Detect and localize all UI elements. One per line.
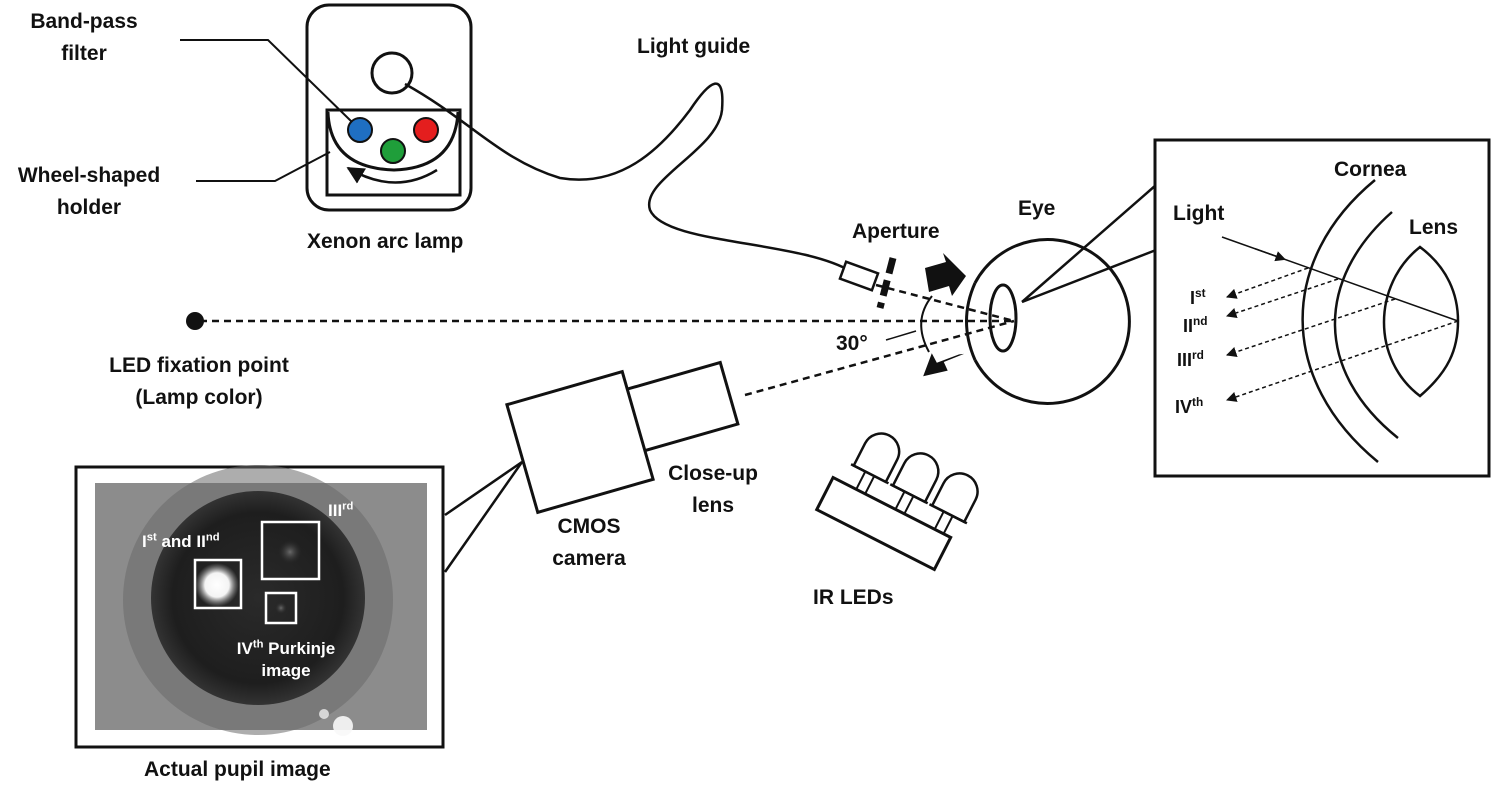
cmos-camera-label: CMOS camera <box>552 515 626 570</box>
light-guide-label: Light guide <box>637 35 751 58</box>
box-third <box>260 520 321 581</box>
light-label: Light <box>1173 202 1225 225</box>
purkinje-1-label: Ist <box>1190 286 1206 308</box>
cmos-camera <box>505 369 655 515</box>
angle-arc <box>920 295 933 353</box>
xenon-lamp-label: Xenon arc lamp <box>307 230 464 253</box>
cornea-inner <box>1333 211 1399 439</box>
reflection-1 <box>1226 267 1309 299</box>
box-first-second <box>193 558 243 610</box>
purkinje-3-label: IIIrd <box>1177 348 1204 370</box>
light-guide-tip <box>838 260 880 292</box>
lamp-outlet <box>370 51 414 95</box>
lens-label: Lens <box>1409 216 1459 239</box>
band-pass-leader <box>180 39 353 123</box>
light-guide-cable <box>404 82 853 274</box>
aperture-label: Aperture <box>852 220 940 243</box>
filter-green <box>380 138 406 164</box>
aperture-plate <box>876 257 897 309</box>
purkinje-2-label: IInd <box>1183 314 1208 336</box>
eye <box>965 238 1131 405</box>
angle-label: 30° <box>836 332 868 355</box>
wheel-holder-leader <box>196 151 331 182</box>
cornea-label: Cornea <box>1334 158 1407 181</box>
purkinje-inset <box>1153 138 1491 478</box>
camera-assembly <box>505 360 740 515</box>
photo-first-second-label: Ist and IInd <box>142 531 220 551</box>
illumination-path <box>875 283 1015 323</box>
led-fixation-point <box>186 312 204 330</box>
photo-third-label: IIIrd <box>328 500 354 520</box>
actual-pupil-image-label: Actual pupil image <box>144 758 331 781</box>
crystalline-lens <box>1382 245 1460 398</box>
cornea-outer <box>1301 179 1379 463</box>
filter-red <box>413 117 439 143</box>
angle-leader <box>885 330 917 341</box>
ir-leds <box>814 432 979 572</box>
pupil-photo <box>74 465 445 749</box>
xenon-lamp <box>305 3 473 212</box>
arrow-in <box>925 253 966 296</box>
ir-leds-label: IR LEDs <box>813 586 894 609</box>
camera-path <box>744 319 1015 397</box>
wheel-holder <box>325 108 462 197</box>
eye-label: Eye <box>1018 197 1056 220</box>
arrow-out <box>923 353 965 377</box>
wheel-holder-label: Wheel-shaped holder <box>17 164 161 219</box>
purkinje-4-label: IVth <box>1175 395 1204 417</box>
box-fourth <box>264 591 298 625</box>
reflection-3 <box>1226 298 1396 357</box>
reflection-4 <box>1226 320 1459 402</box>
led-fixation-label: LED fixation point (Lamp color) <box>109 354 289 409</box>
band-pass-filter-label: Band-pass filter <box>30 10 138 65</box>
filter-blue <box>347 117 373 143</box>
close-up-lens-label: Close-up lens <box>668 462 758 517</box>
photo-fourth-label: IVth Purkinje image <box>236 638 336 680</box>
reflection-2 <box>1226 278 1339 318</box>
